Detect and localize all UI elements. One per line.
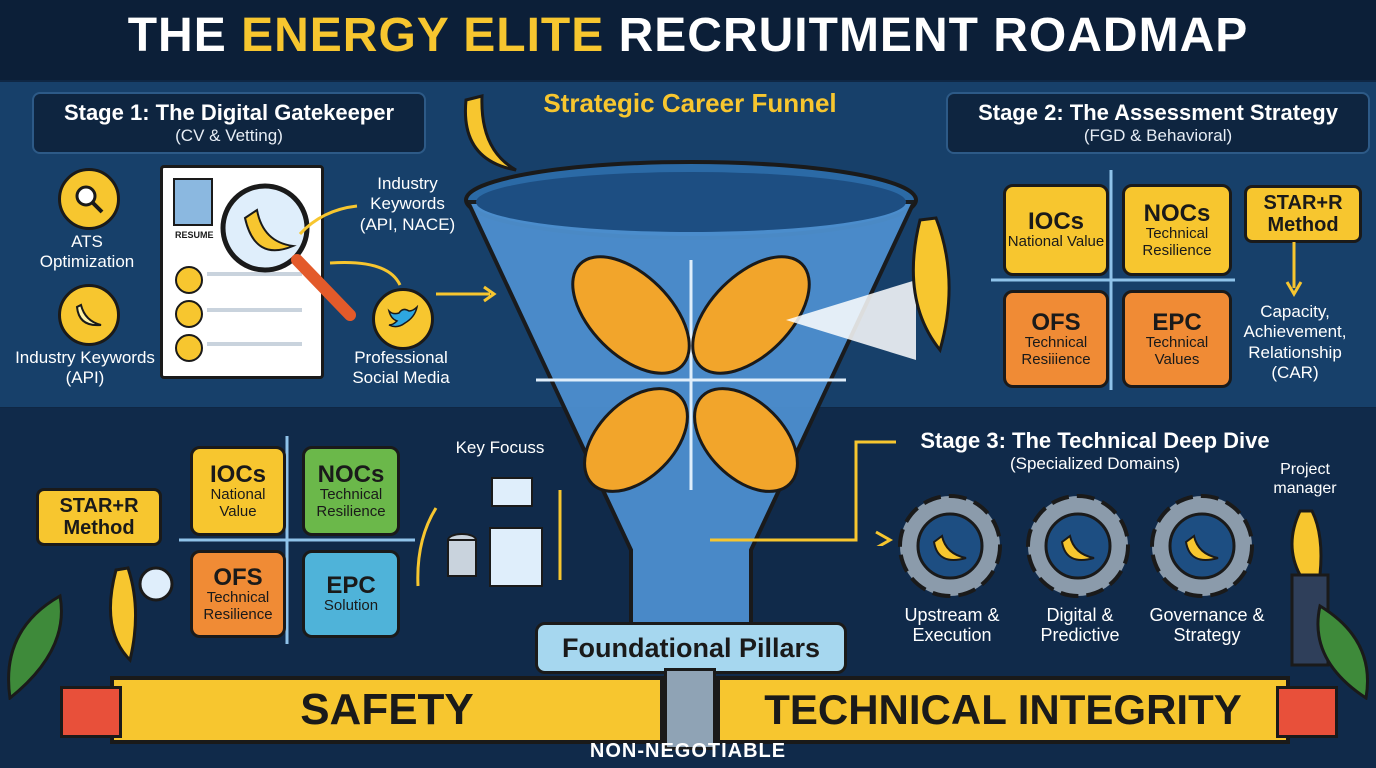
banana-character-icon — [108, 566, 174, 663]
keywords-api-label: Industry Keywords (API) — [15, 348, 155, 388]
resume-line — [207, 308, 302, 312]
cell-title: NOCs — [317, 460, 385, 488]
cell-title: NOCs — [1143, 199, 1211, 227]
cell-title: OFS — [213, 563, 263, 591]
banana-character-icon — [463, 94, 517, 172]
stage2-axes — [991, 170, 1235, 390]
stage2-header: Stage 2: The Assessment Strategy (FGD & … — [946, 92, 1370, 154]
bl-cell-iocs: IOCs National Value — [190, 446, 286, 536]
ribbon-safety: SAFETY — [110, 676, 664, 744]
bl-cell-ofs: OFS Technical Resilience — [190, 550, 286, 638]
title-highlight: ENERGY ELITE — [241, 9, 605, 62]
cell-title: IOCs — [209, 460, 266, 488]
banana-icon — [58, 284, 120, 346]
bottom-left-axes — [179, 436, 415, 644]
social-media-label: Professional Social Media — [352, 348, 450, 388]
stage1-header: Stage 1: The Digital Gatekeeper (CV & Ve… — [32, 92, 426, 154]
stage2-cell-epc: EPC Technical Values — [1122, 290, 1232, 388]
stage2-cell-ofs: OFS Technical Resiiience — [1003, 290, 1109, 388]
magnifier-icon — [58, 168, 120, 230]
stage3-subheading: (Specialized Domains) — [1009, 454, 1181, 473]
key-focus-label: Key Focuss — [455, 438, 545, 457]
keywords-full-label: Industry Keywords (API, NACE) — [359, 174, 456, 234]
bl-cell-nocs: NOCs Technical Resilience — [302, 446, 400, 536]
connector-arrow — [416, 507, 438, 587]
gear-digital-icon — [1026, 494, 1130, 598]
page-title: THE ENERGY ELITE RECRUITMENT ROADMAP — [0, 8, 1376, 63]
star-r-method-tag: STAR+R Method — [36, 488, 162, 546]
gear-governance-icon — [1150, 494, 1254, 598]
gear-label-upstream: Upstream & Execution — [904, 605, 1000, 645]
cell-desc: Technical Resilience — [316, 486, 386, 520]
foundational-pillars-label: Foundational Pillars — [535, 622, 847, 674]
stage3-header: Stage 3: The Technical Deep Dive (Specia… — [880, 428, 1310, 474]
banana-character-icon — [911, 216, 951, 354]
title-part-1: THE — [127, 9, 227, 62]
cell-desc: Solution — [323, 597, 379, 615]
resume-line — [207, 272, 302, 276]
resume-bullet-icon — [175, 300, 203, 328]
magnifying-glass-icon — [220, 183, 356, 321]
leaf-icon — [7, 593, 63, 700]
cell-desc: Technical Resilience — [203, 589, 273, 623]
stage1-subheading: (CV & Vetting) — [175, 126, 283, 145]
gear-label-governance: Governance & Strategy — [1149, 605, 1265, 645]
car-label: Capacity, Achievement, Relationship (CAR… — [1243, 302, 1347, 383]
career-funnel — [464, 160, 918, 652]
cell-title: EPC — [1152, 308, 1202, 336]
arrow-right-icon — [436, 285, 497, 303]
ats-label: ATS Optimization — [39, 232, 135, 272]
funnel-title: Strategic Career Funnel — [543, 88, 837, 118]
bl-cell-epc: EPC Solution — [302, 550, 400, 638]
gear-label-digital: Digital & Predictive — [1040, 605, 1120, 645]
data-flow-icon — [447, 477, 562, 587]
cell-desc: National Value — [210, 486, 266, 520]
connector-arrow — [298, 204, 358, 236]
cell-desc: Technical Resiiience — [1021, 334, 1091, 368]
cell-desc: National Value — [1007, 233, 1105, 251]
stage3-heading: Stage 3: The Technical Deep Dive — [920, 428, 1270, 453]
ribbon-end-left — [60, 686, 122, 738]
ribbon-technical-integrity: TECHNICAL INTEGRITY — [716, 676, 1290, 744]
gear-upstream-icon — [898, 494, 1002, 598]
project-manager-label: Project manager — [1273, 461, 1337, 498]
cell-title: IOCs — [1027, 208, 1084, 236]
arrow-down-icon — [1285, 242, 1303, 297]
cell-desc: Technical Resilience — [1142, 225, 1212, 259]
stage2-cell-iocs: IOCs National Value — [1003, 184, 1109, 276]
cell-desc: Technical Values — [1145, 334, 1209, 368]
cell-title: OFS — [1031, 308, 1081, 336]
title-band — [0, 0, 1376, 80]
leaf-icon — [1316, 603, 1369, 700]
connector-arrow — [329, 261, 402, 286]
pillar-post — [664, 668, 716, 750]
resume-line — [207, 342, 302, 346]
connector-arrow — [710, 440, 896, 546]
resume-photo — [173, 178, 213, 226]
stage2-cell-nocs: NOCs Technical Resilience — [1122, 184, 1232, 276]
stage1-heading: Stage 1: The Digital Gatekeeper — [63, 100, 395, 125]
stage2-heading: Stage 2: The Assessment Strategy — [978, 100, 1338, 125]
non-negotiable-label: NON-NEGOTIABLE — [589, 740, 787, 762]
resume-label: RESUME — [175, 230, 214, 240]
title-part-3: RECRUITMENT ROADMAP — [618, 9, 1249, 62]
resume-bullet-icon — [175, 266, 203, 294]
star-r-method-tag: STAR+R Method — [1244, 185, 1362, 243]
bird-icon — [372, 288, 434, 350]
resume-bullet-icon — [175, 334, 203, 362]
cell-title: EPC — [326, 572, 376, 600]
stage2-subheading: (FGD & Behavioral) — [1083, 126, 1233, 145]
ribbon-end-right — [1276, 686, 1338, 738]
